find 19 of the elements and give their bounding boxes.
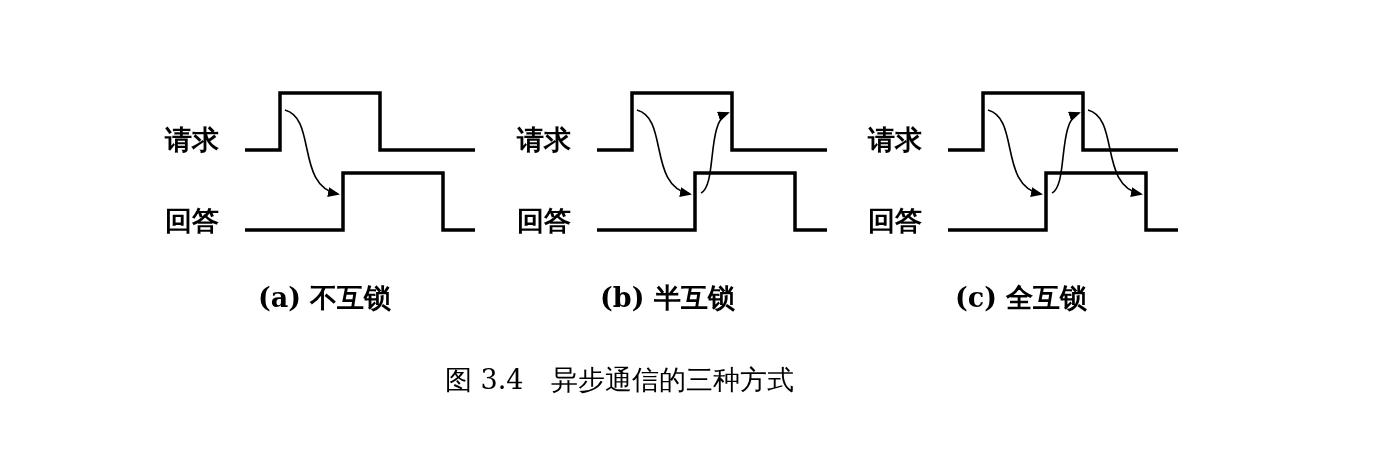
- signal-label: 回答: [517, 207, 571, 234]
- signal-waveform: [948, 171, 1178, 232]
- signal-waveform: [597, 91, 827, 152]
- arrow: [700, 111, 730, 194]
- signal-waveform: [245, 171, 475, 232]
- arrow: [1051, 111, 1081, 194]
- arrow: [284, 109, 340, 196]
- signal-waveform: [948, 91, 1178, 152]
- signal-label: 请求: [517, 126, 571, 153]
- arrow: [636, 109, 692, 196]
- signal-label: 回答: [165, 207, 219, 234]
- signal-label: 回答: [868, 207, 922, 234]
- arrow: [987, 109, 1043, 196]
- signal-waveform: [245, 91, 475, 152]
- figure-caption: 图 3.4 异步通信的三种方式: [445, 366, 794, 393]
- signal-waveform: [597, 171, 827, 232]
- signal-label: 请求: [868, 126, 922, 153]
- signal-label: 请求: [165, 126, 219, 153]
- arrow: [1087, 109, 1143, 196]
